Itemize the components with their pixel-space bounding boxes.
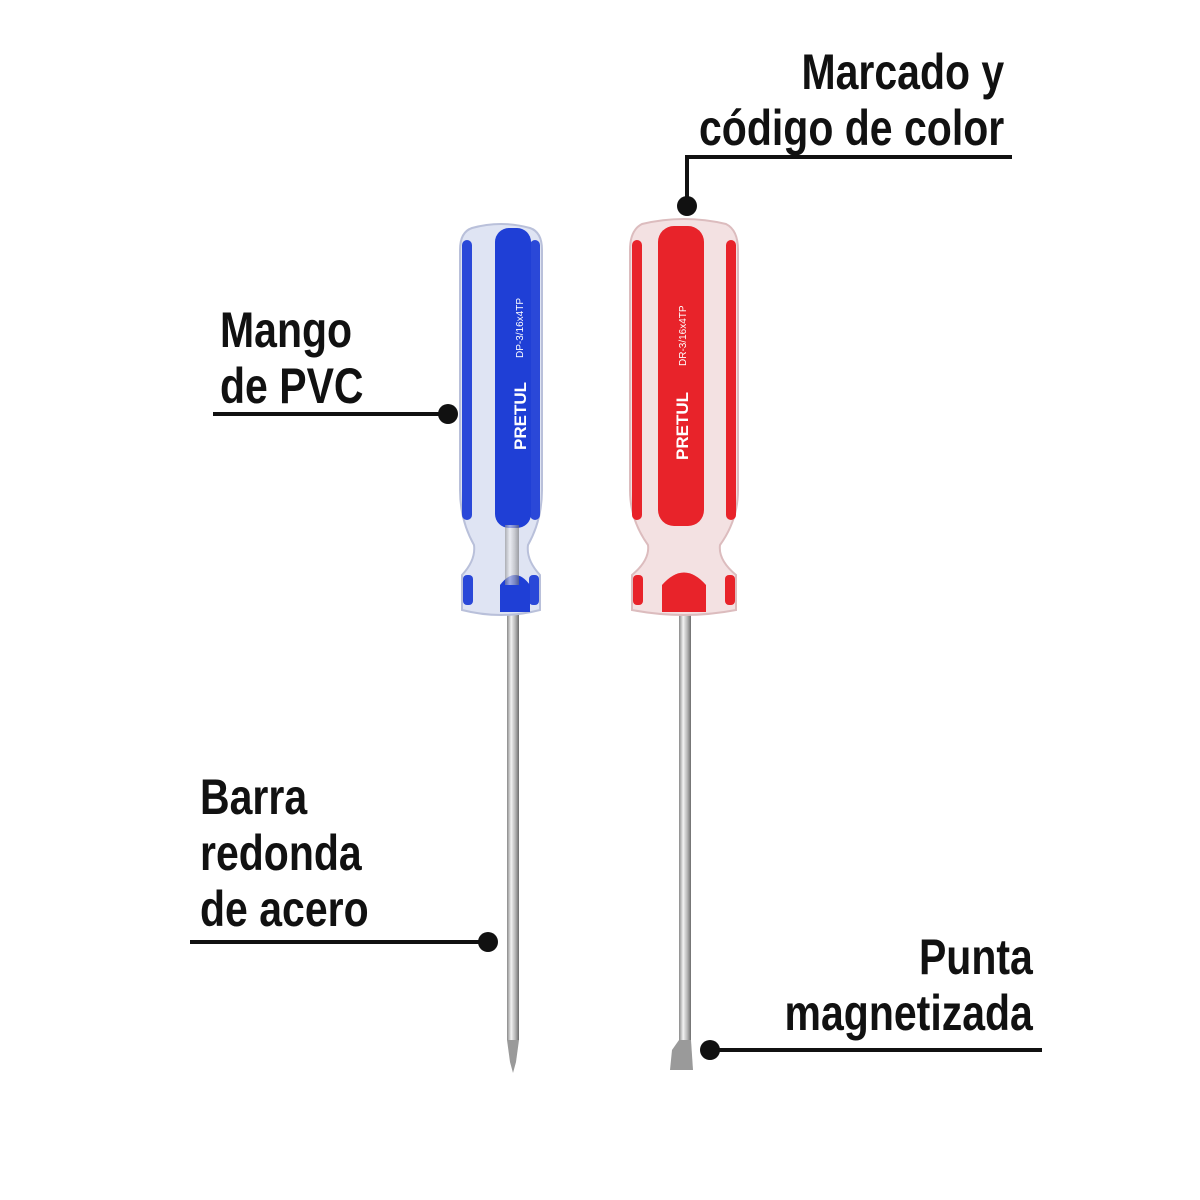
callout-text: código de color <box>698 100 1004 156</box>
callout-dot <box>677 196 697 216</box>
flat-screwdriver: PRETUL DR-3/16x4TP <box>629 218 739 1070</box>
callout-dot <box>700 1040 720 1060</box>
callout-text: Marcado y <box>801 44 1004 100</box>
callout-shaft: Barra redonda de acero <box>200 769 369 937</box>
callout-handle: Mango de PVC <box>220 302 364 414</box>
callout-line <box>190 940 488 944</box>
callout-line <box>685 155 1012 159</box>
callout-marking: Marcado y código de color <box>699 44 1004 156</box>
brand-logo: PRETUL <box>511 382 530 450</box>
callout-text: de acero <box>200 881 369 937</box>
callout-text: Mango <box>220 302 353 358</box>
callout-text: magnetizada <box>784 985 1033 1041</box>
phillips-screwdriver: PRETUL DP-3/16x4TP <box>459 223 543 1073</box>
callout-line <box>213 412 448 416</box>
shaft <box>679 600 691 1040</box>
callout-dot <box>478 932 498 952</box>
model-code: DP-3/16x4TP <box>515 298 526 358</box>
callout-text: Punta <box>919 929 1033 985</box>
callout-text: de PVC <box>220 358 364 414</box>
callout-line <box>710 1048 1042 1052</box>
callout-line <box>685 155 689 205</box>
callout-text: Barra <box>200 769 308 825</box>
shaft <box>507 600 519 1040</box>
phillips-tip <box>507 1040 519 1073</box>
callout-text: redonda <box>200 825 362 881</box>
callout-tip: Punta magnetizada <box>785 929 1033 1041</box>
model-code: DR-3/16x4TP <box>678 305 689 366</box>
flat-tip <box>670 1040 693 1070</box>
callout-dot <box>438 404 458 424</box>
brand-logo: PRETUL <box>673 392 692 460</box>
